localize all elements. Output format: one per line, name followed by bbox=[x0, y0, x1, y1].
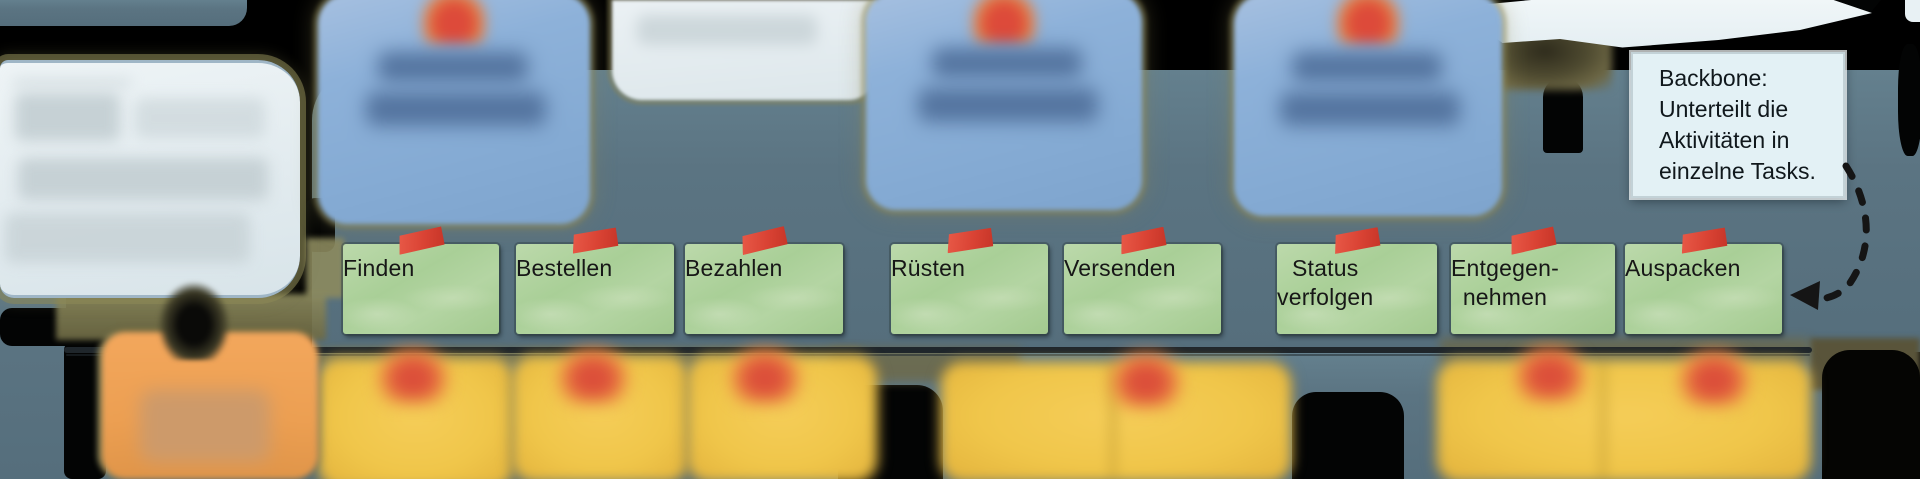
background-gap bbox=[1822, 350, 1920, 479]
note-seam bbox=[1600, 360, 1606, 479]
task-label: Bezahlen bbox=[685, 255, 783, 281]
task-note-bestellen: Bestellen bbox=[516, 244, 674, 334]
pin-icon bbox=[422, 0, 486, 44]
blurred-text bbox=[1280, 92, 1460, 126]
activity-note-blue-blurred bbox=[318, 0, 590, 224]
pin-icon bbox=[378, 348, 448, 403]
blurred-text bbox=[18, 158, 268, 200]
blurred-text bbox=[378, 52, 528, 82]
background-gap bbox=[1292, 392, 1404, 479]
task-label: Auspacken bbox=[1625, 255, 1741, 281]
detail-note-orange-blurred bbox=[102, 332, 318, 479]
task-label: Status verfolgen bbox=[1277, 255, 1374, 310]
task-label: Rüsten bbox=[891, 255, 966, 281]
task-note-bezahlen: Bezahlen bbox=[685, 244, 843, 334]
blurred-text bbox=[918, 88, 1098, 122]
backbone-annotation-note: Backbone: Unterteilt die Aktivitäten in … bbox=[1631, 52, 1845, 198]
pin-icon bbox=[558, 348, 628, 403]
task-note-versenden: Versenden bbox=[1064, 244, 1221, 334]
blurred-text bbox=[15, 93, 120, 141]
row-divider-line bbox=[64, 347, 1812, 353]
sticky-note-white-blurred bbox=[0, 60, 300, 298]
pin-icon bbox=[1336, 0, 1400, 44]
background-gap bbox=[1898, 44, 1920, 156]
blurred-text bbox=[135, 98, 265, 138]
blurred-text bbox=[5, 213, 250, 263]
pin-icon bbox=[1515, 346, 1585, 401]
activity-note-blue-blurred bbox=[866, 0, 1142, 210]
pin-icon bbox=[1111, 352, 1181, 407]
task-note-ruesten: Rüsten bbox=[891, 244, 1048, 334]
pin-icon bbox=[972, 0, 1036, 44]
background-flipchart bbox=[1905, 0, 1920, 22]
dashed-arrow bbox=[1790, 162, 1870, 310]
pin-icon bbox=[1679, 350, 1749, 405]
task-note-finden: Finden bbox=[343, 244, 499, 334]
task-note-entgegennehmen: Entgegen- nehmen bbox=[1451, 244, 1615, 334]
task-note-status-verfolgen: Status verfolgen bbox=[1277, 244, 1437, 334]
blurred-text bbox=[932, 48, 1082, 78]
sticky-note-white-blurred bbox=[612, 0, 878, 100]
blurred-text bbox=[366, 92, 546, 126]
blurred-text bbox=[12, 79, 132, 86]
background-smudge bbox=[306, 238, 344, 298]
note-seam bbox=[1110, 362, 1116, 479]
backbone-annotation-text: Backbone: Unterteilt die Aktivitäten in … bbox=[1659, 65, 1816, 184]
blurred-text bbox=[140, 390, 270, 462]
board-surface-top-strip bbox=[0, 0, 247, 26]
task-label: Versenden bbox=[1064, 255, 1176, 281]
task-label: Bestellen bbox=[516, 255, 613, 281]
task-note-auspacken: Auspacken bbox=[1625, 244, 1782, 334]
pin-icon bbox=[730, 348, 800, 403]
task-label: Finden bbox=[343, 255, 415, 281]
detail-note-yellow-blurred bbox=[1437, 360, 1811, 479]
blurred-text bbox=[637, 15, 817, 45]
activity-note-blue-blurred bbox=[1234, 0, 1502, 216]
task-label: Entgegen- nehmen bbox=[1451, 255, 1559, 310]
background-gap bbox=[64, 342, 106, 479]
blurred-text bbox=[1292, 52, 1442, 82]
clip-icon bbox=[158, 282, 230, 360]
